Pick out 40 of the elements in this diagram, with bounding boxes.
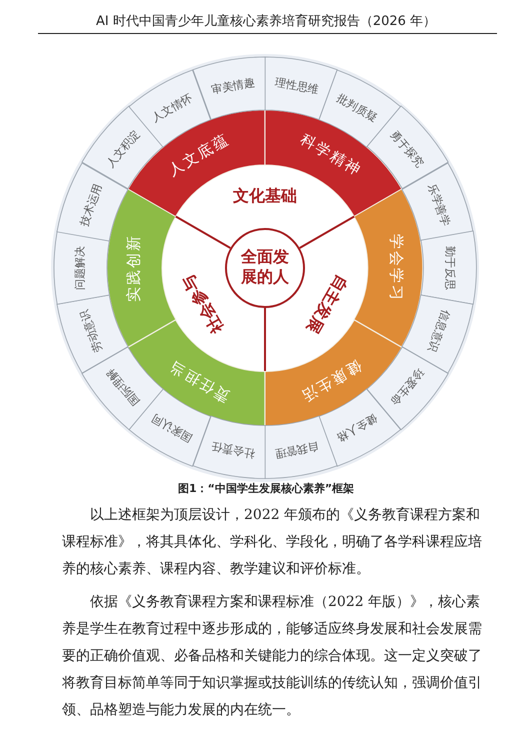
segment-label: 国际理解 (104, 366, 142, 408)
outer-ring-segment (54, 231, 110, 305)
segment-label: 人文情怀 (150, 92, 194, 124)
segment-label: 理性思维 (274, 76, 320, 96)
segment-label: 信息意识 (426, 308, 452, 354)
segment-label: 批判质疑 (336, 92, 380, 124)
segment-label: 人文积淀 (104, 128, 142, 170)
middle-ring-segment (107, 189, 176, 347)
outer-ring-segment (265, 57, 338, 120)
segment-label: 珍爱生命 (388, 366, 426, 408)
segment-label: 文化基础 (232, 188, 297, 204)
middle-ring-segment (354, 189, 423, 347)
segment-label: 社会参与 (180, 272, 226, 336)
body-paragraph: 以上述框架为顶层设计，2022 年颁布的《义务教育课程方案和课程标准》，将其具体化、学科化、学段化，明确了各学科课程应培养的核心素养、课程内容、教学建议和评价标准。 (62, 506, 483, 579)
body-paragraph: 依据《义务教育课程方案和课程标准（2022 年版）》，核心素养是学生在教育过程中逐步形成的，能够适应终身发展和社会发展需要的正确价值观、必备品格和关键能力的综合体现。这一定义突破了将教育目标简单等同于知识掌握或技能训练的传统认知，强调价值引领、品格塑造与能力发展的内在统一。 (62, 593, 483, 720)
page-header: AI 时代中国青少年儿童核心素养培育研究报告（2026 年） (94, 12, 438, 30)
segment-label: 科学精神 (297, 131, 364, 178)
segment-label: 社会责任 (210, 440, 256, 460)
outer-ring-segment (420, 231, 476, 305)
segment-label: 学会学习 (388, 234, 404, 302)
segment-label: 自主发展 (304, 272, 350, 336)
segment-label: 劳动意识 (78, 308, 104, 354)
segment-label: 问题解决 (74, 246, 86, 290)
segment-label: 技术运用 (78, 182, 104, 228)
segment-label: 健康生活 (297, 358, 364, 405)
segment-label: 实践创新 (126, 234, 142, 302)
segment-label: 自我管理 (274, 440, 320, 460)
segment-label: 责任担当 (166, 358, 233, 405)
outer-ring-segment (192, 57, 265, 120)
outer-ring-segment (265, 416, 338, 479)
segment-label: 勤于反思 (444, 246, 456, 290)
center-label: 全面发展的人 (240, 247, 290, 287)
segment-label: 健全人格 (336, 412, 380, 444)
segment-label: 审美情趣 (210, 76, 256, 96)
segment-label: 人文底蕴 (166, 131, 233, 178)
segment-label: 乐学善学 (426, 182, 452, 228)
segment-label: 勇于探究 (388, 128, 426, 170)
segment-label: 国家认同 (150, 412, 194, 444)
outer-ring-segment (192, 416, 265, 479)
figure-caption: 图1：“中国学生发展核心素养”框架 (176, 481, 356, 496)
